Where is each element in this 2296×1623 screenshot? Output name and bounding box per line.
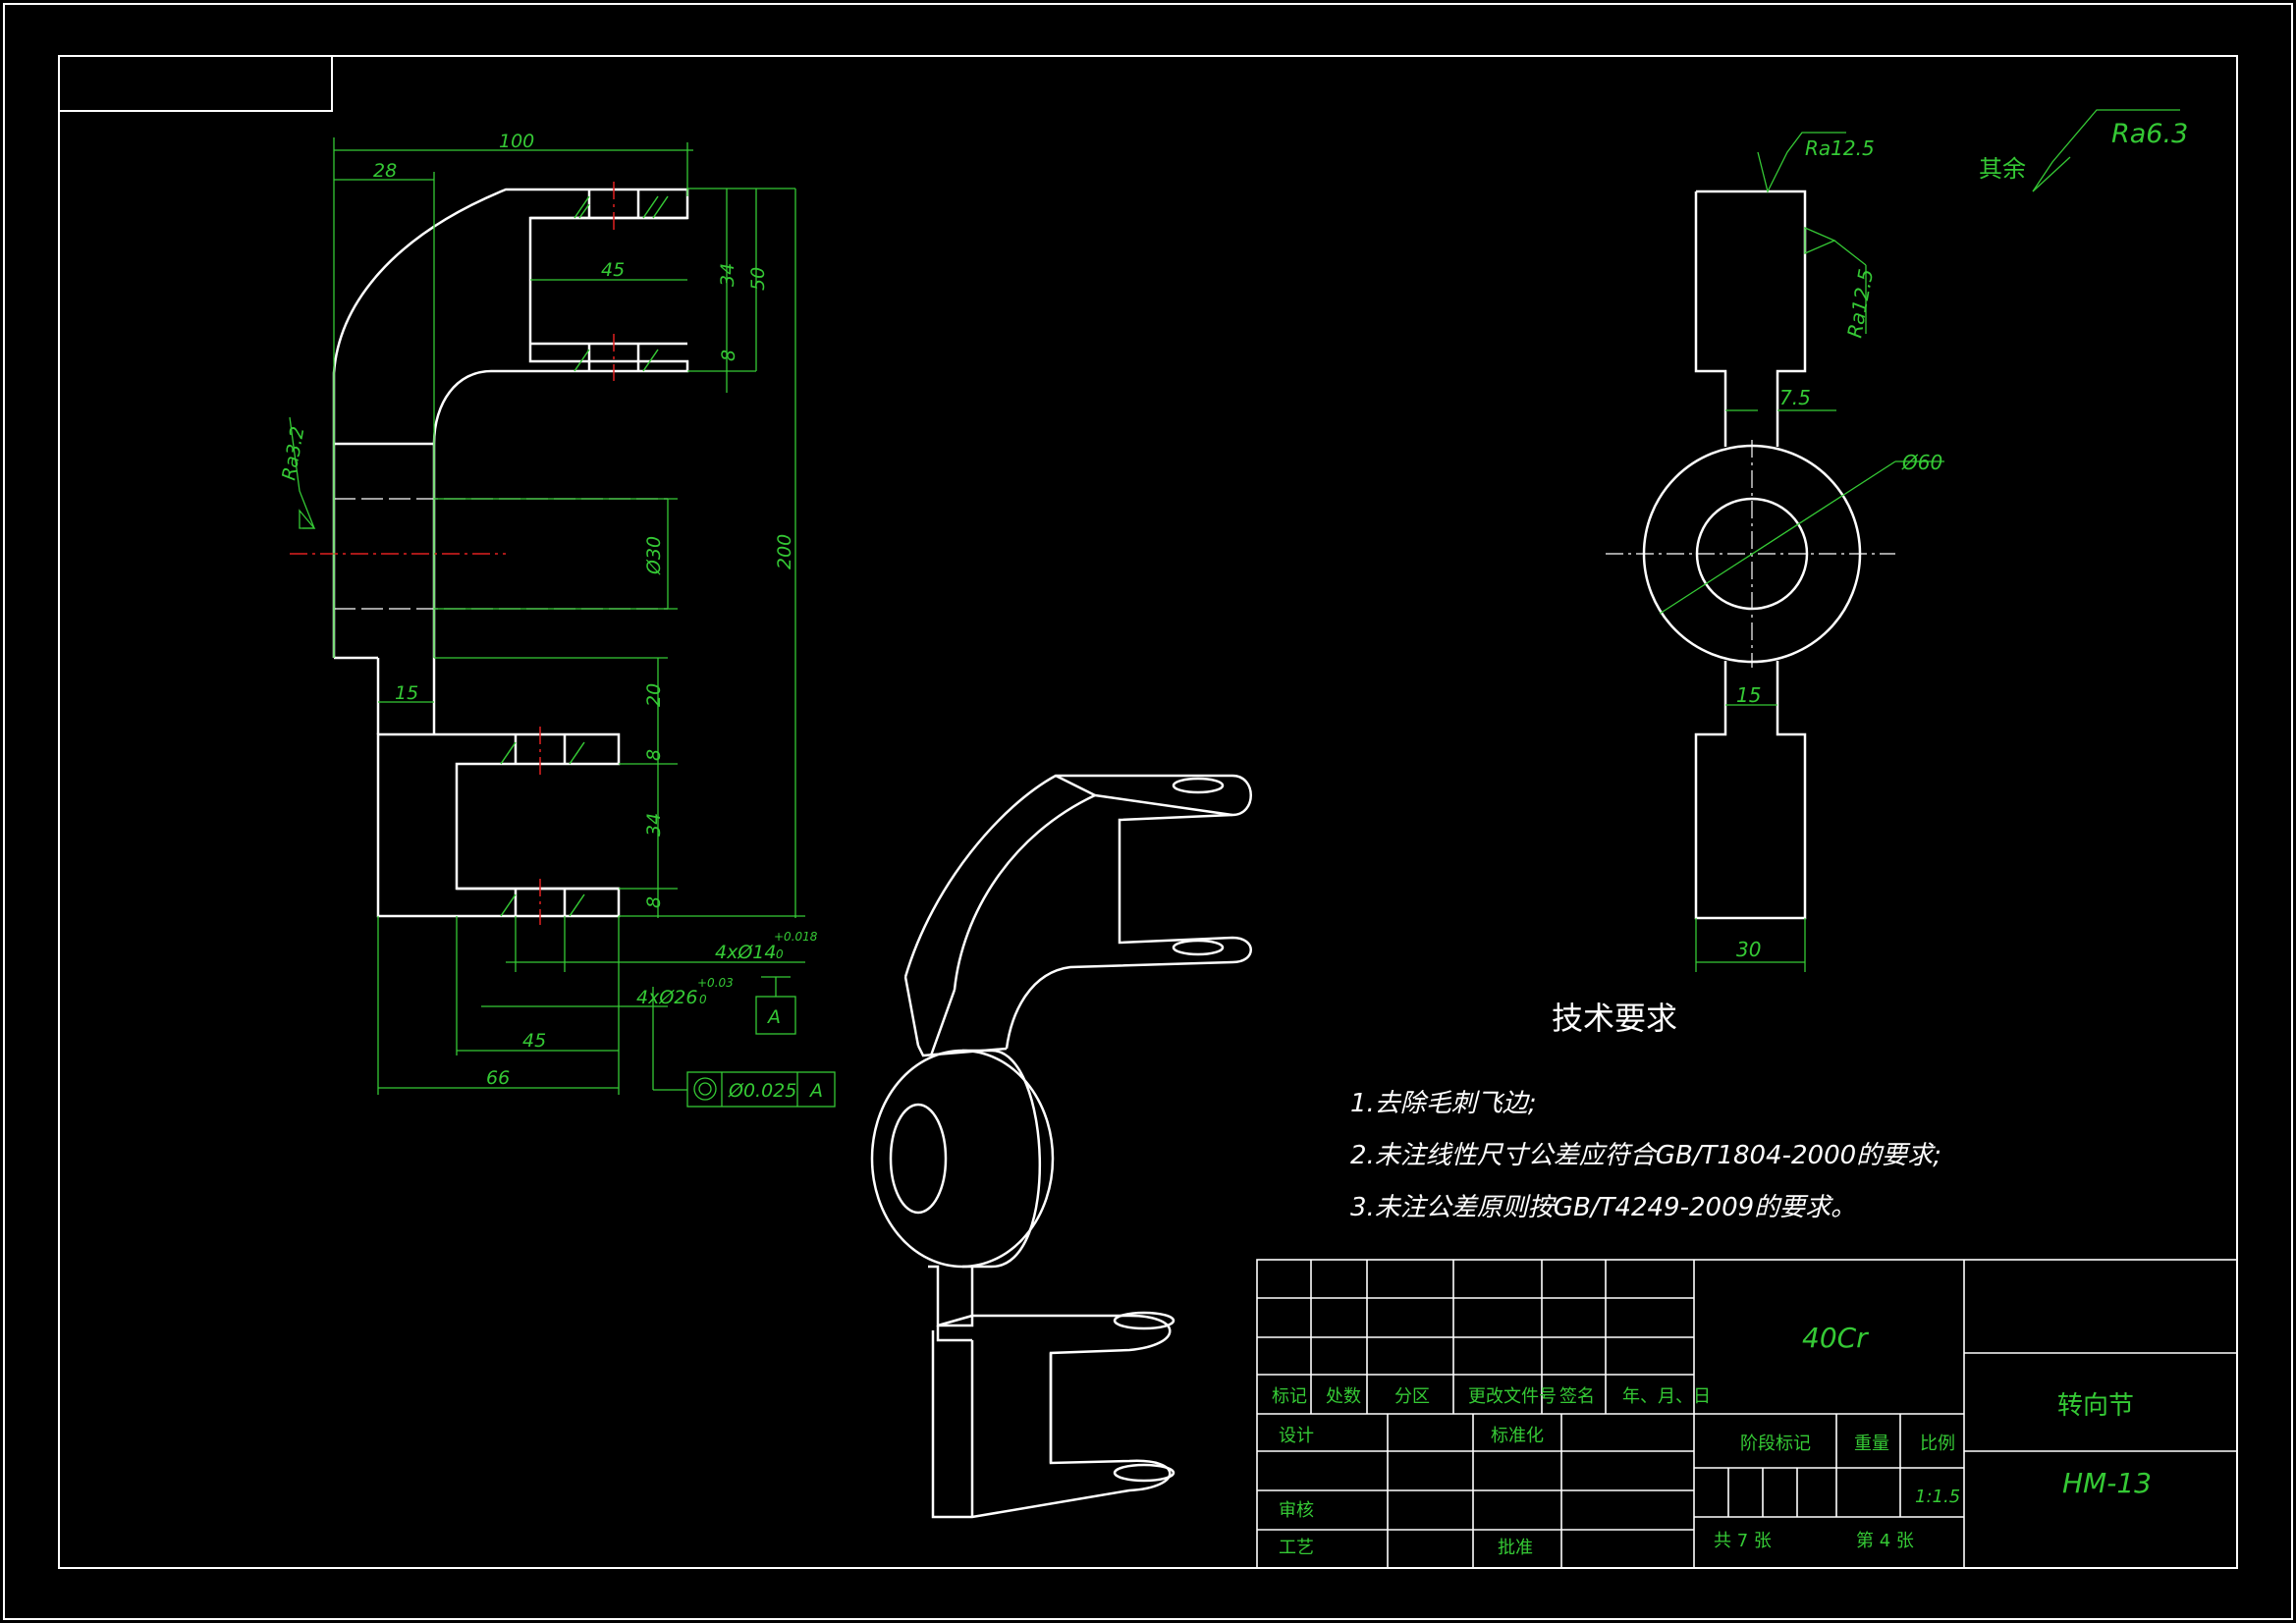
- dim-200: 200: [774, 534, 795, 569]
- title-block-texts: 标记 处数 分区 更改文件号 签名 年、月、日 设计 标准化 审核 工艺 批准 …: [1272, 1322, 2152, 1558]
- hole-small-tol-low: 0: [776, 947, 784, 961]
- tb-drawing-no: HM-13: [2062, 1467, 2152, 1499]
- tb-header-count: 处数: [1326, 1386, 1361, 1407]
- side-dim-d60: Ø60: [1901, 451, 1942, 474]
- fcf-datum: A: [808, 1080, 823, 1102]
- hole-large-tol-low: 0: [699, 993, 707, 1006]
- dim-100: 100: [499, 131, 534, 152]
- tech-item-2: 2.未注线性尺寸公差应符合GB/T1804-2000的要求;: [1350, 1141, 1941, 1170]
- side-dim-15: 15: [1736, 683, 1761, 707]
- tech-item-1: 1.去除毛刺飞边;: [1350, 1089, 1537, 1118]
- tb-part-name: 转向节: [2057, 1391, 2134, 1421]
- outer-border: [3, 3, 2293, 1620]
- datum-label: A: [766, 1006, 781, 1028]
- center-lines: [290, 182, 615, 925]
- dim-28: 28: [373, 160, 397, 182]
- dim-8-mid: 8: [643, 749, 665, 761]
- tb-header-zone: 分区: [1394, 1386, 1430, 1407]
- tb-header-change-doc: 更改文件号: [1468, 1386, 1557, 1407]
- hole-small-label: 4xØ14: [715, 942, 776, 963]
- tb-scale-label: 比例: [1920, 1434, 1955, 1454]
- dim-8-top: 8: [718, 350, 739, 361]
- tech-title: 技术要求: [1552, 1000, 1677, 1037]
- ra-right: Ra12.5: [1842, 267, 1878, 340]
- hole-large-label: 4xØ26: [636, 987, 697, 1008]
- dim-50: 50: [747, 267, 769, 291]
- hatching: [500, 195, 669, 917]
- ra-general: Ra6.3: [2111, 119, 2188, 149]
- dim-45-top: 45: [601, 259, 625, 281]
- tech-item-3: 3.未注公差原则按GB/T4249-2009的要求。: [1350, 1193, 1856, 1222]
- ra-left: Ra3.2: [278, 425, 308, 482]
- dim-d30: Ø30: [643, 536, 665, 575]
- dim-66: 66: [486, 1067, 510, 1089]
- tb-stage-mark: 阶段标记: [1740, 1434, 1811, 1454]
- inner-frame: [58, 55, 2238, 1569]
- tb-review: 审核: [1279, 1500, 1314, 1521]
- tech-requirements: 技术要求 1.去除毛刺飞边; 2.未注线性尺寸公差应符合GB/T1804-200…: [1350, 1000, 1941, 1222]
- side-dim-30: 30: [1736, 938, 1761, 961]
- reverse-code-box: [58, 55, 333, 112]
- front-dimension-texts: 100 28 45 34 50 8 200 Ø30 15 20 8 34 8 4…: [278, 131, 823, 1102]
- concentricity-value: Ø0.025: [728, 1080, 796, 1102]
- tb-scale-value: 1:1.5: [1915, 1487, 1960, 1507]
- tb-header-sign: 签名: [1559, 1386, 1595, 1407]
- tb-standardize: 标准化: [1491, 1426, 1544, 1446]
- tb-header-mark: 标记: [1272, 1386, 1307, 1407]
- tb-material: 40Cr: [1802, 1322, 1869, 1354]
- tb-weight: 重量: [1854, 1434, 1889, 1454]
- tb-approve: 批准: [1498, 1538, 1533, 1558]
- tb-design: 设计: [1279, 1426, 1314, 1446]
- hole-large-tol: +0.03: [697, 976, 734, 990]
- tb-process: 工艺: [1279, 1538, 1314, 1558]
- side-dimension-lines: [1659, 109, 2180, 972]
- side-dimension-texts: 7.5 Ø60 15 30 Ra12.5 Ra12.5 Ra6.3 其余: [1736, 119, 2188, 961]
- tb-sheet-no: 第 4 张: [1856, 1531, 1914, 1551]
- side-dim-7-5: 7.5: [1779, 386, 1811, 409]
- isometric-view: [870, 774, 1252, 1519]
- dim-34-top: 34: [717, 263, 738, 287]
- side-center-lines: [1606, 440, 1895, 668]
- ra-top: Ra12.5: [1805, 136, 1875, 160]
- ra-general-prefix: 其余: [1979, 155, 2026, 183]
- dim-45-low: 45: [522, 1030, 546, 1052]
- front-dimension-lines: [289, 137, 836, 1108]
- tb-header-date: 年、月、日: [1622, 1386, 1711, 1407]
- front-view: [332, 188, 689, 918]
- tb-sheet-total: 共 7 张: [1714, 1531, 1772, 1551]
- title-block: [1256, 1259, 2238, 1569]
- dim-34-low: 34: [643, 813, 665, 837]
- hole-small-tol: +0.018: [774, 930, 818, 944]
- dim-20: 20: [643, 683, 665, 707]
- dim-15: 15: [395, 682, 418, 704]
- concentricity-symbol: [693, 1077, 717, 1101]
- dim-8-low: 8: [643, 896, 665, 908]
